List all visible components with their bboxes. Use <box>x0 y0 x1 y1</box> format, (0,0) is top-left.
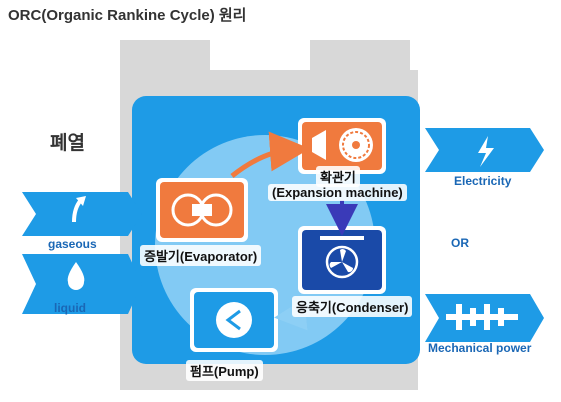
fan-icon <box>329 249 354 273</box>
gaseous-inlet <box>22 192 142 236</box>
mechanical-output <box>425 294 544 342</box>
mechanical-power-label: Mechanical power <box>428 341 532 355</box>
less-than-icon <box>225 309 241 331</box>
pump-label: 펌프(Pump) <box>186 360 263 381</box>
expander-label-ko: 확관기 <box>316 166 360 187</box>
crankshaft-icon <box>446 304 518 330</box>
evaporator-label: 증발기(Evaporator) <box>140 245 262 266</box>
turbine-icon <box>312 130 326 160</box>
lightning-icon <box>478 136 494 167</box>
gaseous-label: gaseous <box>48 237 97 251</box>
expander-label-en: (Expansion machine) <box>268 184 407 201</box>
liquid-label: liquid <box>54 301 86 315</box>
pump-box <box>190 288 278 352</box>
drop-icon <box>67 262 85 290</box>
expander-box <box>298 118 386 174</box>
waste-heat-label: 폐열 <box>50 133 85 154</box>
electricity-output <box>425 128 544 172</box>
or-label: OR <box>451 236 469 250</box>
condenser-label: 응축기(Condenser) <box>292 296 413 317</box>
condenser-box <box>298 226 386 294</box>
evaporator-box <box>156 178 248 242</box>
electricity-label: Electricity <box>454 174 512 188</box>
liquid-inlet <box>22 254 142 314</box>
page-title: ORC(Organic Rankine Cycle) 원리 <box>8 7 247 24</box>
arrow-evap-to-expander <box>230 131 310 178</box>
